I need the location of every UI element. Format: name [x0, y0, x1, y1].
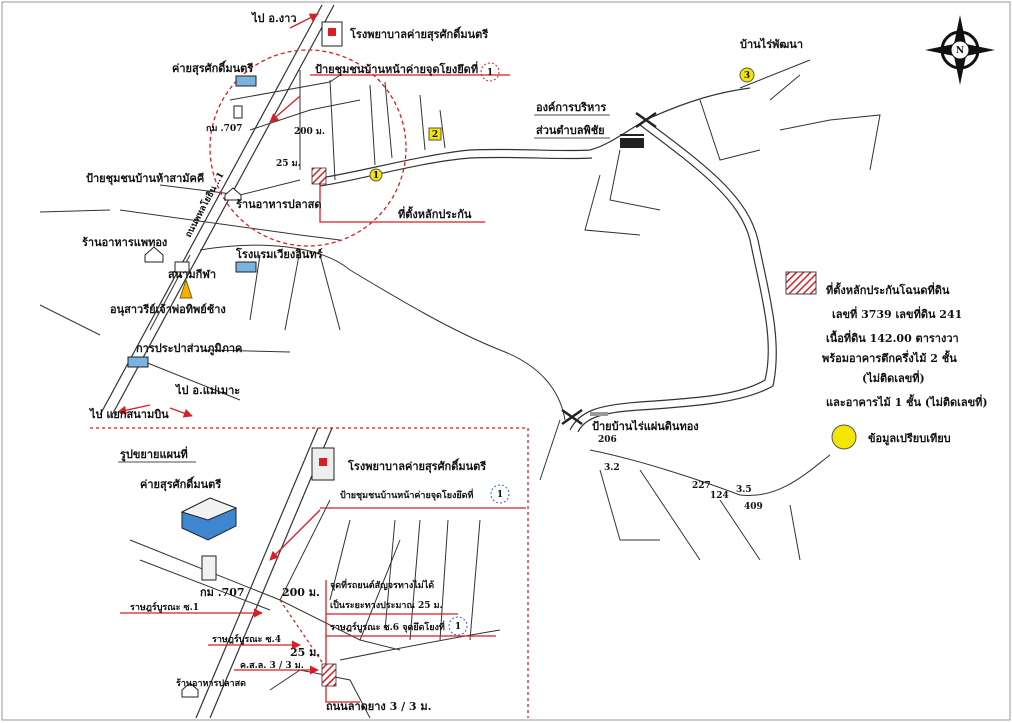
label-community-sign: ป้ายชุมชนบ้านหน้าค่ายจุดโยงยึดที่	[315, 61, 478, 77]
community-sign-marker: 1	[480, 62, 500, 82]
restaurant-phaeng-icon	[144, 246, 164, 263]
camp-building-icon	[235, 75, 257, 87]
label-to-maemo: ไป อ.แม่เมาะ	[174, 383, 240, 397]
label-restaurant-phaeng: ร้านอาหารแพทอง	[82, 236, 167, 249]
inset-label-camp: ค่ายสุรศักดิ์มนตรี	[140, 476, 221, 492]
legend-building2: และอาคารไม้ 1 ชั้น (ไม่ติดเลขที่)	[826, 394, 988, 409]
plot-124: 124	[710, 491, 729, 501]
inset-note-1: จุดที่รถยนต์สัญจรทางไม่ได้	[330, 578, 434, 591]
plot-206: 206	[598, 435, 617, 445]
legend-building1: พร้อมอาคารตึกครึ่งไม้ 2 ชั้น	[822, 350, 957, 365]
label-sign-rai: ป้ายบ้านไร่แผ่นดินทอง	[592, 419, 699, 433]
legend-hatch-title: ที่ตั้งหลักประกันโฉนดที่ดิน	[826, 282, 950, 297]
inset-hospital-icon	[311, 447, 335, 481]
label-to-ngao: ไป อ.งาว	[250, 11, 297, 25]
hospital-icon	[321, 21, 343, 47]
stadium-icon	[174, 261, 190, 273]
inset-label-soi4: ราษฎร์บูรณะ ซ.4	[212, 633, 281, 645]
label-restaurant-pla: ร้านอาหารปลาสด	[236, 198, 321, 211]
label-kormor: กม .707	[206, 124, 242, 134]
legend-area: เนื้อที่ดิน 142.00 ตารางวา	[826, 330, 959, 345]
plot-227: 227	[692, 481, 711, 491]
compass-icon: N	[925, 15, 995, 85]
label-stadium: สนามกีฬา	[168, 268, 216, 281]
inset-label-kormor: กม .707	[200, 586, 245, 599]
svg-text:2: 2	[432, 130, 438, 140]
svg-text:1: 1	[373, 171, 379, 181]
label-village-phatthana: บ้านไร่พัฒนา	[740, 37, 803, 51]
legend-yellow-swatch	[831, 424, 857, 450]
label-hotel: โรงแรมเวียงอินทร์	[235, 247, 323, 261]
monument-icon	[179, 278, 193, 299]
road-network	[39, 4, 881, 561]
inset-marker-1: 1	[490, 484, 510, 504]
svg-text:1: 1	[497, 490, 503, 500]
pea-icon	[127, 356, 149, 368]
legend-compare: ข้อมูลเปรียบเทียบ	[868, 432, 951, 446]
tambon-office-icon	[620, 134, 644, 148]
label-hospital: โรงพยาบาลค่ายสุรศักดิ์มนตรี	[349, 26, 488, 42]
inset-label-kasl: ค.ส.ล. 3 / 3 ม.	[240, 661, 304, 671]
kormor-marker-icon	[233, 105, 243, 119]
inset-note-2: เป็นระยะทางประมาณ 25 ม.	[330, 598, 443, 611]
hotel-icon	[235, 261, 257, 273]
inset-title: รูปขยายแผนที่	[120, 446, 188, 462]
svg-text:1: 1	[487, 68, 493, 78]
plot-3-5: 3.5	[736, 485, 752, 495]
inset-camp-icon	[180, 497, 238, 541]
inset-label-community-sign: ป้ายชุมชนบ้านหน้าค่ายจุดโยงยึดที่	[340, 488, 473, 501]
plot-409: 409	[744, 502, 763, 512]
label-dist-200: 200 ม.	[294, 127, 325, 137]
inset-marker-1b: 1	[448, 616, 468, 636]
label-dist-25: 25 ม.	[276, 159, 301, 169]
collateral-site-marker	[311, 167, 327, 185]
inset-label-asphalt: ถนนลาดยาง 3 / 3 ม.	[326, 700, 431, 713]
inset-label-dist-25: 25 ม.	[290, 646, 320, 659]
junction-icon	[561, 111, 657, 426]
legend-deed: เลขที่ 3739 เลขที่ดิน 241	[832, 306, 962, 321]
enlarged-inset: รูปขยายแผนที่	[90, 427, 529, 719]
label-collateral-site: ที่ตั้งหลักประกัน	[398, 206, 472, 221]
label-to-airport: ไป แยกสนามบิน	[88, 407, 169, 421]
legend-hatch-swatch	[785, 271, 817, 295]
legend-building1-note: (ไม่ติดเลขที่)	[862, 370, 925, 385]
label-tambon-line1: องค์การบริหาร	[536, 101, 606, 114]
inset-label-soi1: ราษฎร์บูรณะ ซ.1	[130, 601, 199, 613]
label-monument: อนุสาวรีย์เจ้าพ่อทิพย์ช้าง	[110, 303, 226, 317]
plot-3-2: 3.2	[604, 463, 620, 473]
label-sign-samakkhi: ป้ายชุมชนบ้านห้าสามัคคี	[86, 172, 204, 186]
label-pea: การประปาส่วนภูมิภาค	[136, 342, 242, 356]
rai-sign-icon	[590, 412, 608, 416]
svg-text:1: 1	[455, 622, 461, 632]
label-tambon-line2: ส่วนตำบลพิชัย	[536, 124, 605, 137]
inset-label-hospital: โรงพยาบาลค่ายสุรศักดิ์มนตรี	[347, 458, 486, 474]
focus-circle	[209, 49, 407, 247]
inset-label-dist-200: 200 ม.	[282, 586, 320, 599]
inset-label-soi6: ราษฎร์บูรณะ ซ.6 จุดยึดโยงที่	[330, 620, 445, 633]
svg-text:N: N	[956, 46, 964, 56]
comparison-marker-3: 3	[739, 67, 755, 83]
comparison-marker-1: 1	[369, 168, 383, 182]
inset-collateral-marker	[321, 663, 337, 687]
comparison-marker-2: 2	[428, 127, 442, 141]
inset-restaurant-icon	[181, 682, 199, 698]
inset-label-restaurant: ร้านอาหารปลาสด	[176, 678, 246, 689]
inset-kormor-icon	[201, 555, 217, 581]
label-camp: ค่ายสุรศักดิ์มนตรี	[172, 60, 253, 76]
svg-text:3: 3	[744, 71, 750, 81]
restaurant-icon	[224, 187, 242, 201]
